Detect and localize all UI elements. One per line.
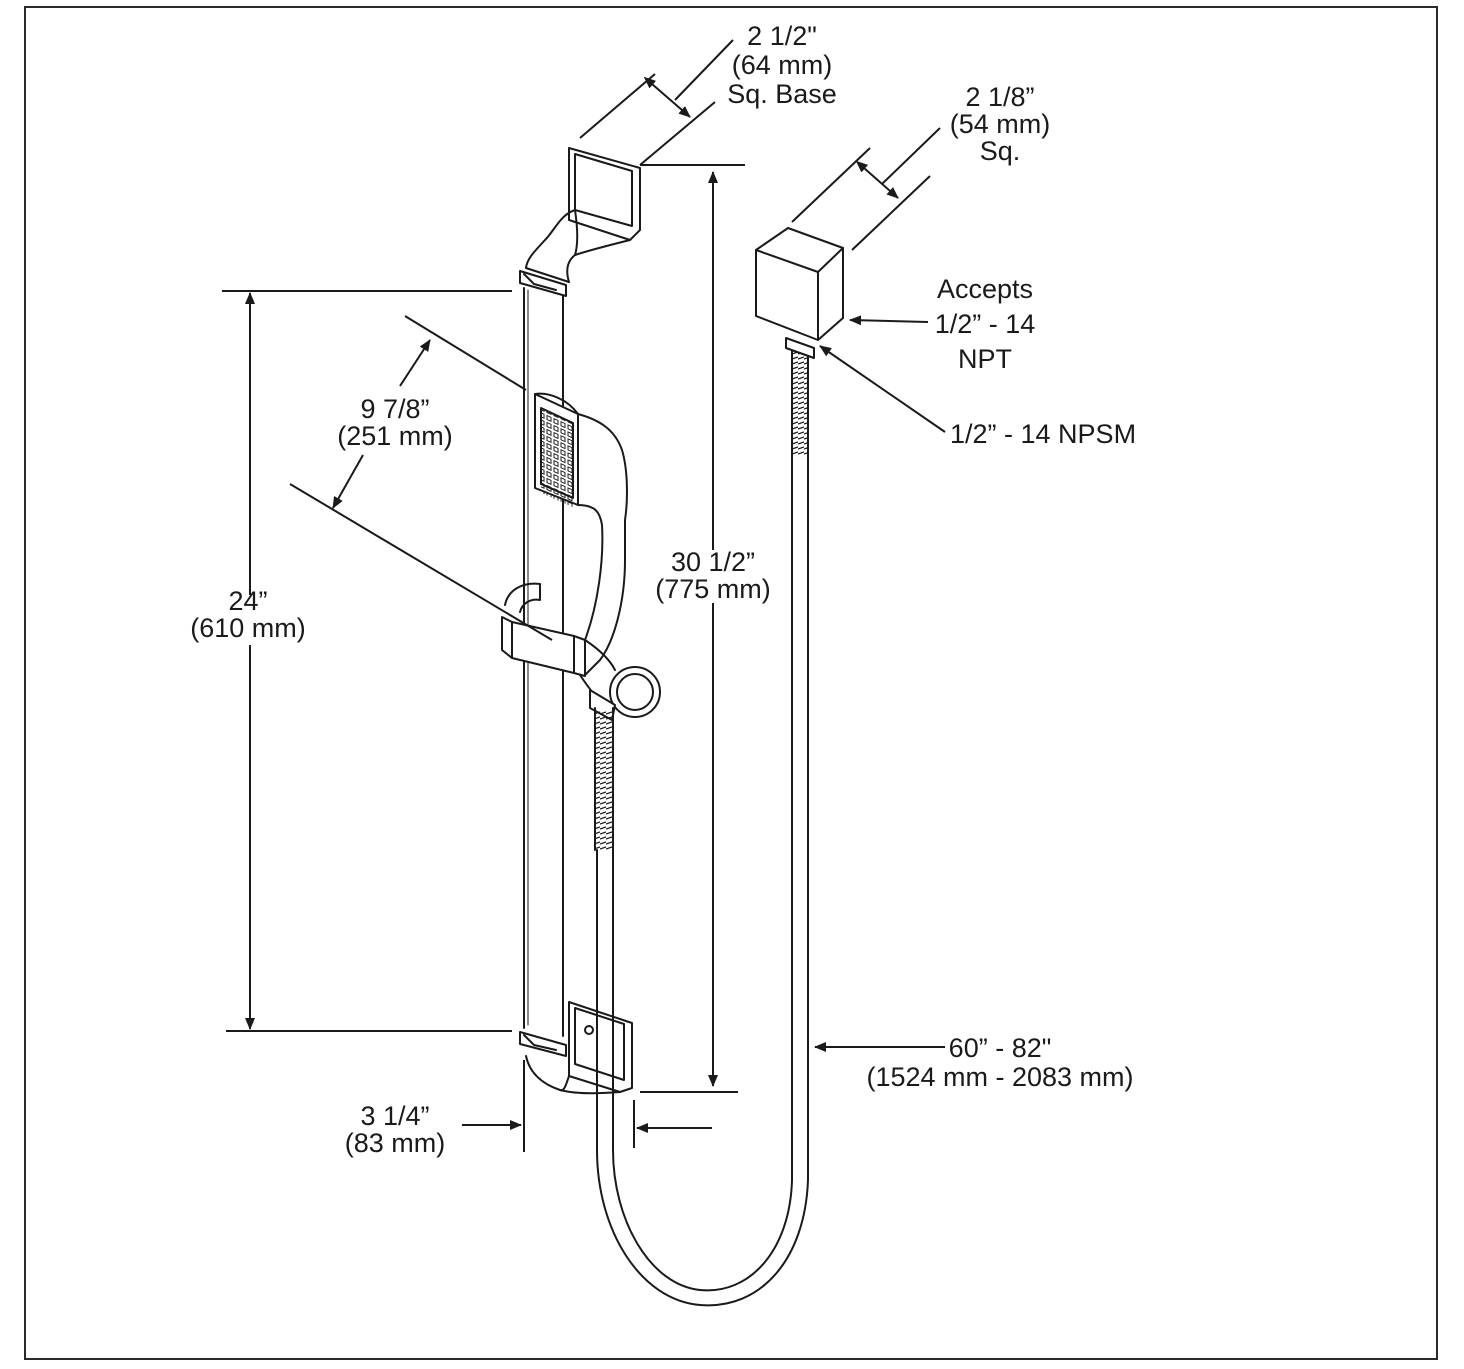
hose-length-label: 60” - 82" (1524 mm - 2083 mm) [866, 1033, 1134, 1092]
base-width-label: 2 1/2" (64 mm) Sq. Base [727, 21, 837, 109]
hand-shower [534, 392, 628, 676]
bottom-bracket [519, 1001, 633, 1095]
bar-spacing-label: 24” (610 mm) [190, 586, 306, 643]
slide-carriage [501, 582, 661, 721]
accepts-npt-label: Accepts 1/2” - 14 NPT [934, 274, 1036, 374]
hose [594, 349, 809, 1307]
npsm-label: 1/2” - 14 NPSM [950, 419, 1137, 449]
projection-label: 3 1/4” (83 mm) [344, 1101, 446, 1158]
elbow-width-label: 2 1/8” (54 mm) Sq. [949, 82, 1051, 166]
top-bracket [519, 147, 641, 297]
overall-height-label: 30 1/2” (775 mm) [655, 547, 771, 604]
handshower-length-label: 9 7/8” (251 mm) [337, 394, 453, 451]
drawing-frame [24, 6, 1438, 1360]
wall-elbow [755, 227, 844, 359]
